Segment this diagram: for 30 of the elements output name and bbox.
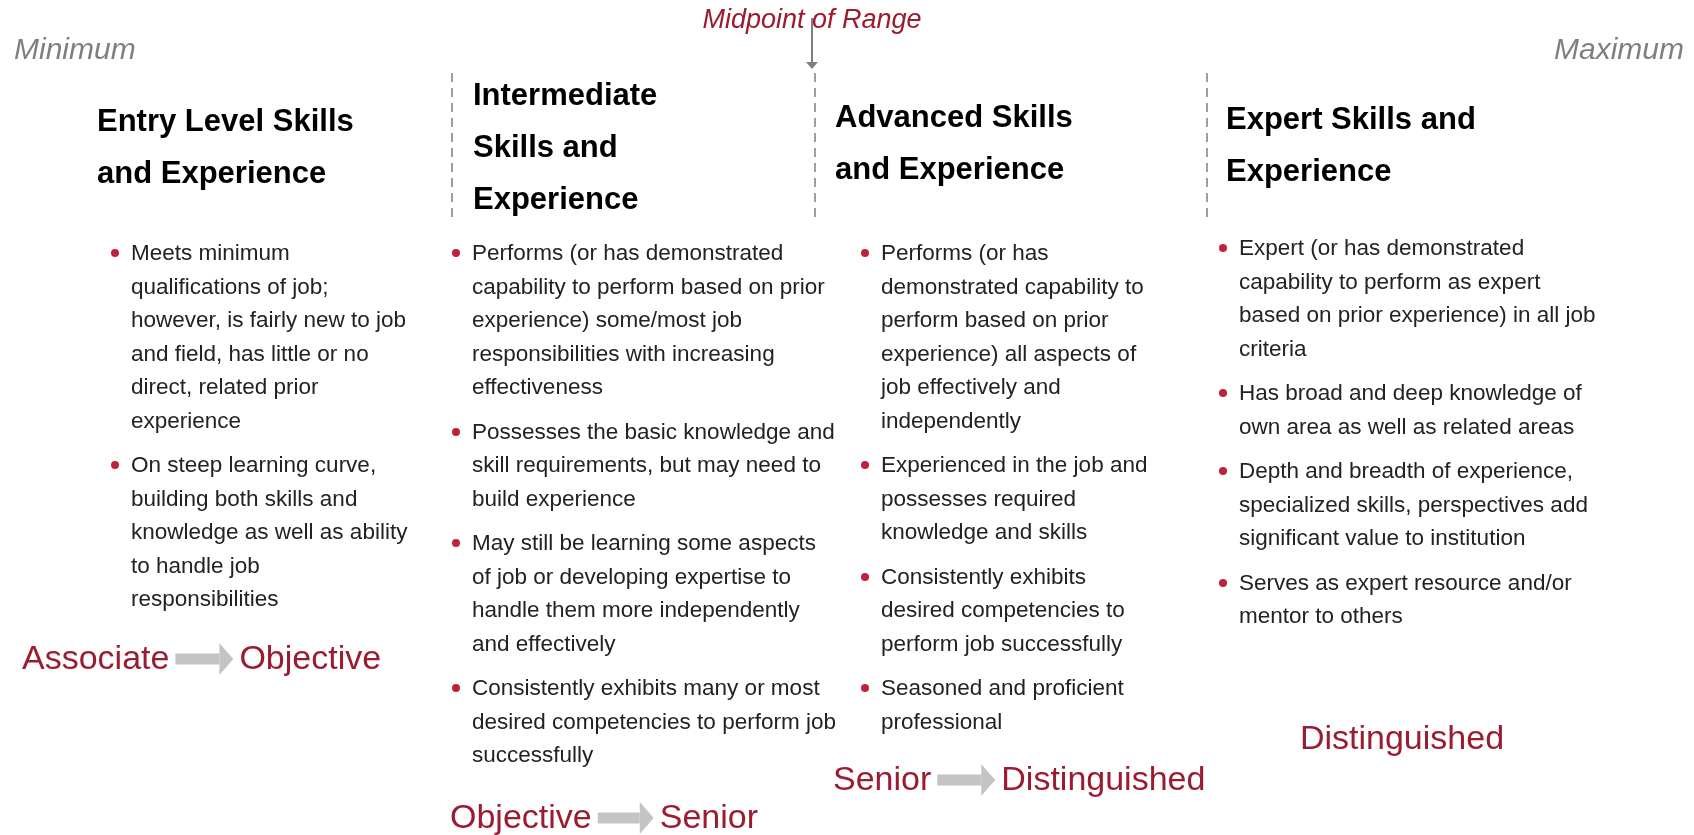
bullet-item: Performs (or has demonstrated capability to perform based on prior experience) all aspects of job effectively and independently — [861, 236, 1166, 437]
bullet-item: Expert (or has demonstrated capability to perform as expert based on prior experience) in all job criteria — [1219, 231, 1599, 365]
bullet-item: Has broad and deep knowledge of own area as well as related areas — [1219, 376, 1599, 443]
level-label: Objective — [450, 796, 592, 835]
column-heading: Expert Skills and Experience — [1226, 100, 1477, 190]
level-label: Objective — [239, 637, 382, 677]
bullet-item: Consistently exhibits desired competencies to perform job successfully — [861, 559, 1166, 660]
bullet-item: Performs (or has demonstrated capability to perform based on prior experience) some/most job responsibilities with increasing effectiveness — [452, 236, 837, 404]
level-label: Distinguished — [1001, 758, 1206, 798]
block-arrow — [597, 802, 654, 834]
bullet-item: Depth and breadth of experience, specialized skills, perspectives add significant value to institution — [1219, 454, 1599, 555]
level-label: Distinguished — [1299, 717, 1505, 757]
column-heading: Intermediate Skills and Experience — [473, 76, 659, 218]
bullet-item: Serves as expert resource and/or mentor to others — [1219, 565, 1599, 633]
arrow — [806, 17, 818, 69]
block-arrow — [937, 764, 996, 796]
scale-label: Maximum — [1554, 32, 1684, 66]
bullet-item: May still be learning some aspects of job or developing expertise to handle them more independently and effectively — [452, 526, 837, 660]
column-heading: Advanced Skills and Experience — [835, 98, 1074, 188]
column-heading: Entry Level Skills and Experience — [97, 102, 355, 192]
midpoint-label: Midpoint of Range — [702, 4, 922, 35]
block-arrow — [175, 643, 234, 675]
scale-label: Minimum — [14, 32, 136, 66]
bullet-item: On steep learning curve, building both skills and knowledge as well as ability to handle job responsibilities — [111, 448, 413, 616]
bullet-item: Possesses the basic knowledge and skill requirements, but may need to build experience — [452, 414, 837, 515]
bullet-item: Meets minimum qualifications of job; however, is fairly new to job and field, has little or no direct, related prior experience — [111, 236, 413, 437]
level-label: Associate — [22, 637, 170, 677]
bullet-item: Seasoned and proficient professional — [861, 671, 1166, 738]
bullet-item: Experienced in the job and possesses required knowledge and skills — [861, 448, 1166, 549]
level-label: Senior — [659, 796, 758, 835]
